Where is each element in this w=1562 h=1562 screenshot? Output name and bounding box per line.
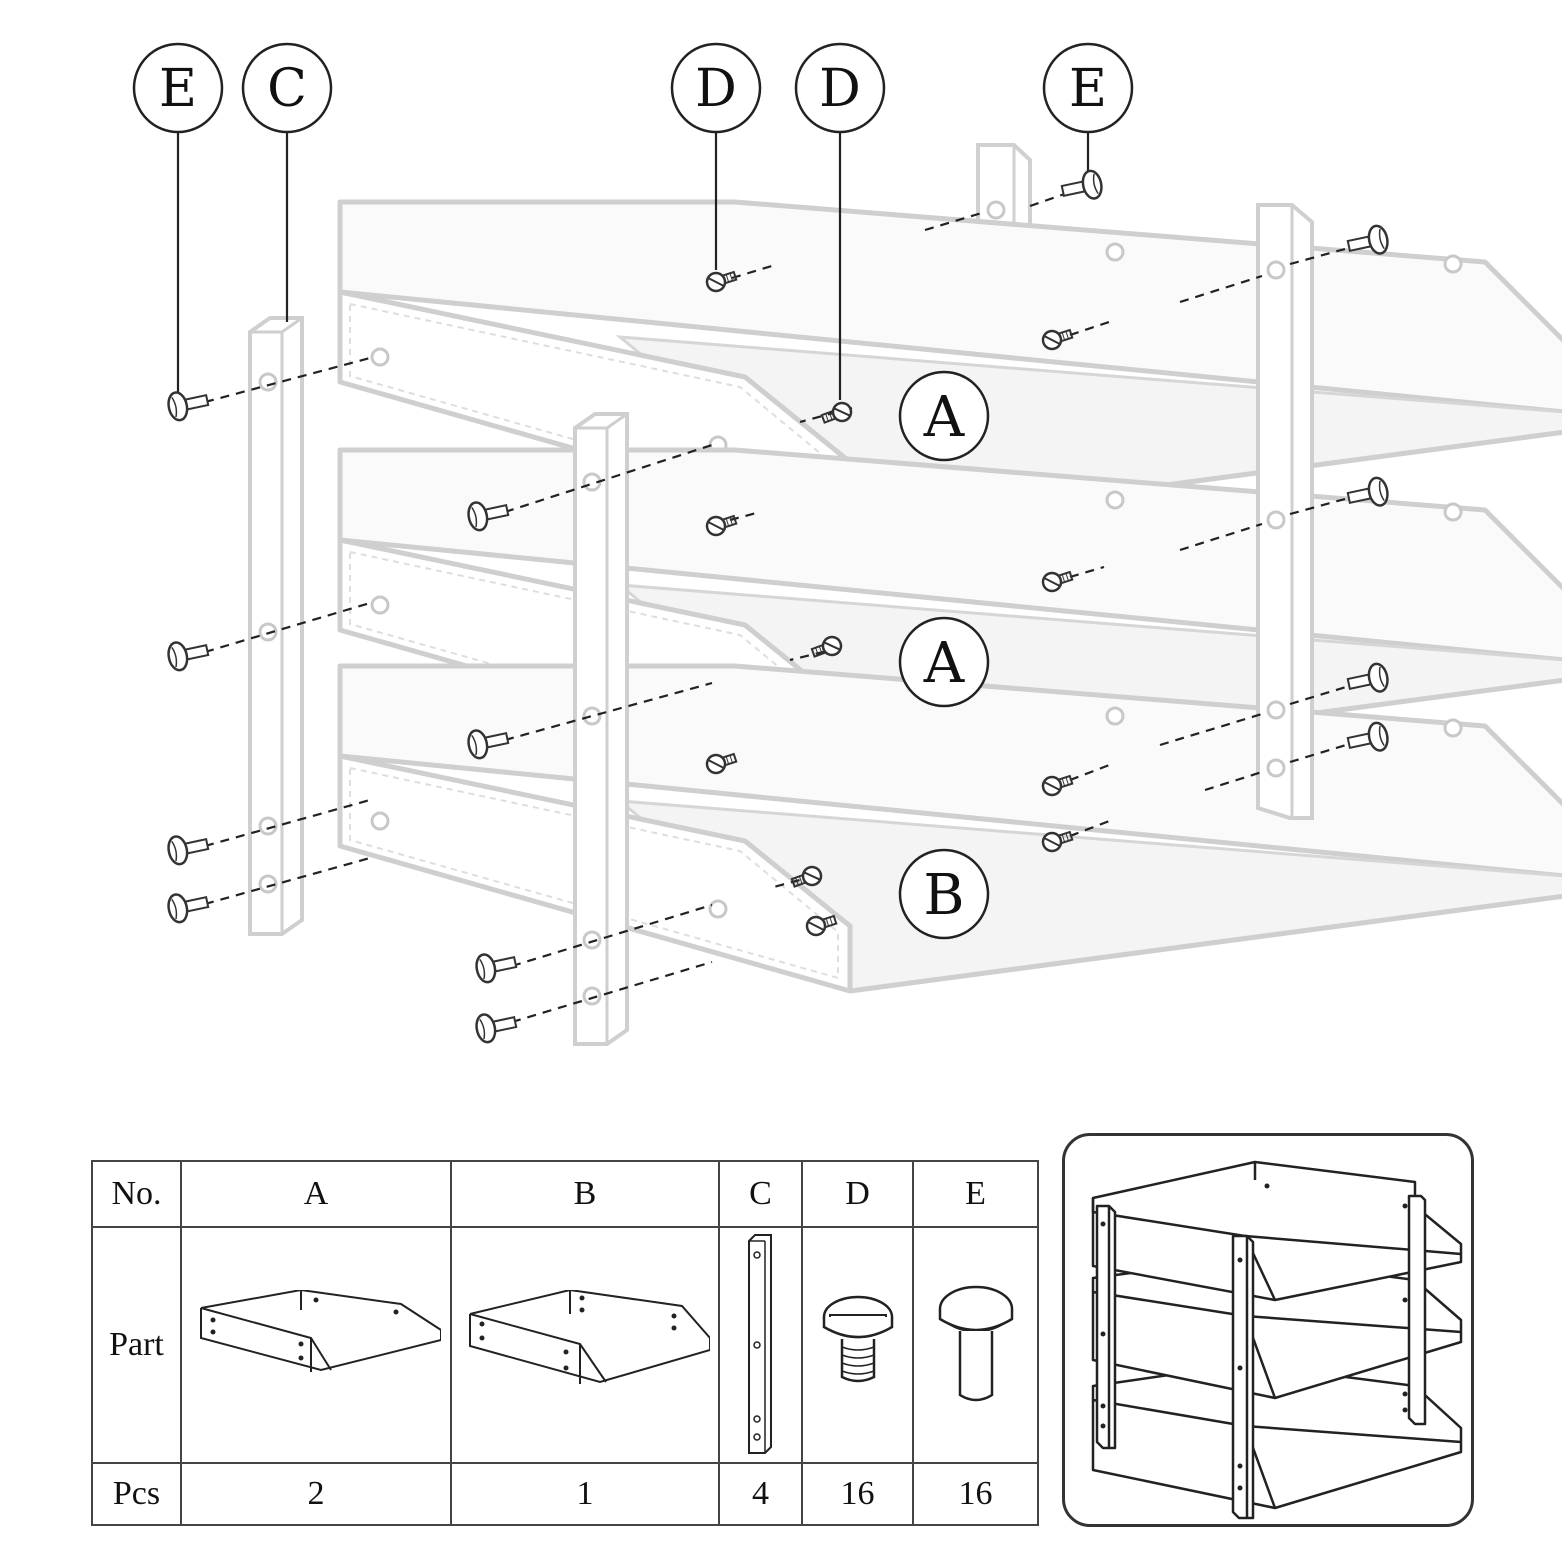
tray-bottom <box>340 666 1562 991</box>
pcs-e: 16 <box>912 1462 1039 1526</box>
row-header-part: Part <box>91 1226 182 1464</box>
back-right-post <box>1256 203 1314 820</box>
svg-text:D: D <box>695 59 737 119</box>
column-header-e: E <box>912 1160 1039 1228</box>
pcs-a: 2 <box>180 1462 452 1526</box>
part-b-illustration <box>450 1226 720 1464</box>
tier-label-top: A <box>898 370 990 462</box>
row-header-no: No. <box>91 1160 182 1228</box>
callout-d-first: D <box>670 42 762 134</box>
assembled-view-panel <box>1062 1133 1474 1527</box>
column-header-c: C <box>718 1160 803 1228</box>
part-d-illustration <box>801 1226 914 1464</box>
part-a-illustration <box>180 1226 452 1464</box>
svg-text:B: B <box>923 863 964 928</box>
pcs-c: 4 <box>718 1462 803 1526</box>
callout-d-second: D <box>794 42 886 134</box>
table-row-number: No. A B C D E <box>91 1160 1039 1228</box>
svg-text:A: A <box>923 631 965 696</box>
tier-label-middle: A <box>898 616 990 708</box>
row-header-pcs: Pcs <box>91 1462 182 1526</box>
svg-text:A: A <box>923 385 965 450</box>
callout-c-left: C <box>241 42 333 134</box>
part-e-illustration <box>912 1226 1039 1464</box>
part-c-illustration <box>718 1226 803 1464</box>
callout-leaders <box>176 130 1090 400</box>
callout-e-right: E <box>1042 42 1134 134</box>
table-row-part: Part <box>91 1226 1039 1464</box>
pcs-b: 1 <box>450 1462 720 1526</box>
svg-text:E: E <box>159 59 197 119</box>
pcs-d: 16 <box>801 1462 914 1526</box>
column-header-b: B <box>450 1160 720 1228</box>
assembled-organizer-illustration <box>1091 1160 1463 1520</box>
front-left-post <box>248 316 304 936</box>
svg-text:C: C <box>267 59 307 119</box>
front-center-post <box>573 412 629 1046</box>
callout-e-left: E <box>132 42 224 134</box>
column-header-a: A <box>180 1160 452 1228</box>
svg-text:E: E <box>1069 59 1107 119</box>
column-header-d: D <box>801 1160 914 1228</box>
tier-label-bottom: B <box>898 848 990 940</box>
svg-text:D: D <box>819 59 861 119</box>
parts-list-table: No. A B C D E Part <box>91 1160 1039 1526</box>
table-row-pieces: Pcs 2 1 4 16 16 <box>91 1462 1039 1526</box>
